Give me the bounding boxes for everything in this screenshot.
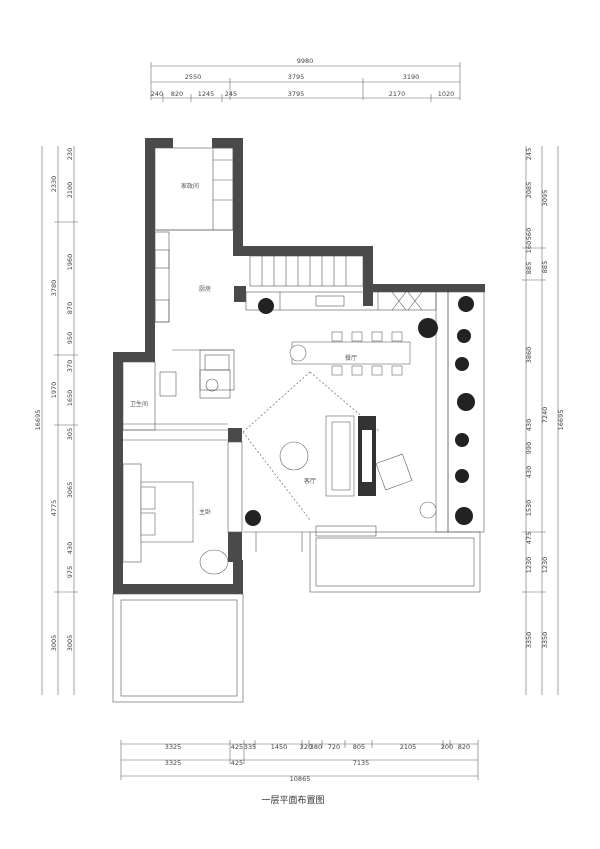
dim-right-detail-4: 160 xyxy=(525,241,533,253)
dim-right-detail-11: 475 xyxy=(525,532,533,544)
room-label-living: 客厅 xyxy=(304,477,316,485)
dim-left-mid-2: 3780 xyxy=(50,280,58,297)
living-room-furniture xyxy=(279,415,437,519)
dim-top-detail-6: 2170 xyxy=(389,90,406,98)
top-dimensions: 9980 2550 3795 3190 240 820 1245 245 379… xyxy=(150,57,461,102)
room-label-kitchen: 厨房 xyxy=(199,285,211,293)
dim-top-mid-1: 2550 xyxy=(185,73,202,81)
room-label-bathroom: 卫生间 xyxy=(130,400,148,408)
right-dimensions: 16695 3095 885 7240 1230 3350 245 2085 5… xyxy=(522,146,565,695)
dim-right-detail-13: 3350 xyxy=(525,632,533,649)
dim-right-mid-5: 3350 xyxy=(541,632,549,649)
dim-right-mid-3: 7240 xyxy=(541,407,549,424)
dim-bottom-mid-1: 3325 xyxy=(165,759,182,767)
dim-bottom-total: 10865 xyxy=(290,775,311,783)
bottom-dimensions: 3325 425 335 1450 220 380 720 805 2105 2… xyxy=(120,740,479,783)
stairs xyxy=(249,255,364,287)
dim-bottom-detail-1: 3325 xyxy=(165,743,182,751)
interior-lines xyxy=(112,147,485,703)
dim-top-mid-2: 3795 xyxy=(288,73,305,81)
dim-top-mid-3: 3190 xyxy=(403,73,420,81)
dim-right-detail-3: 560 xyxy=(525,228,533,240)
dim-right-mid-2: 885 xyxy=(541,261,549,273)
dim-left-detail-3: 1960 xyxy=(66,254,74,271)
dim-left-detail-5: 950 xyxy=(66,332,74,344)
dim-left-detail-4: 870 xyxy=(66,302,74,314)
dim-bottom-detail-10: 200 xyxy=(441,743,453,751)
room-label-laundry: 家政间 xyxy=(181,182,199,190)
dim-bottom-detail-5: 220 xyxy=(300,743,312,751)
dim-top-detail-2: 820 xyxy=(171,90,183,98)
dim-left-mid-3: 1970 xyxy=(50,382,58,399)
dim-right-detail-2: 2085 xyxy=(525,182,533,199)
dim-bottom-detail-4: 1450 xyxy=(271,743,288,751)
dim-bottom-detail-11: 820 xyxy=(458,743,470,751)
dim-right-detail-6: 3860 xyxy=(525,347,533,364)
dim-top-detail-5: 3795 xyxy=(288,90,305,98)
dim-bottom-mid-2: 425 xyxy=(231,759,243,767)
dim-right-detail-8: 990 xyxy=(525,442,533,454)
dim-top-detail-3: 1245 xyxy=(198,90,215,98)
room-label-dining: 餐厅 xyxy=(345,354,357,362)
dim-right-detail-12: 1230 xyxy=(525,557,533,574)
dim-left-mid-1: 2330 xyxy=(50,176,58,193)
dim-right-detail-5: 885 xyxy=(525,262,533,274)
dim-right-detail-10: 1530 xyxy=(525,500,533,517)
dim-left-detail-9: 3065 xyxy=(66,482,74,499)
dim-bottom-detail-8: 805 xyxy=(353,743,365,751)
bedroom-furniture xyxy=(122,439,243,575)
dim-left-detail-2: 2100 xyxy=(66,182,74,199)
left-dimensions: 16695 2330 3780 1970 4775 3005 230 2100 … xyxy=(34,146,78,695)
dim-left-mid-4: 4775 xyxy=(50,500,58,517)
dim-right-mid-4: 1230 xyxy=(541,557,549,574)
dim-right-total: 16695 xyxy=(557,410,565,431)
dim-left-detail-8: 305 xyxy=(66,428,74,440)
plan-title: 一层平面布置图 xyxy=(261,794,324,806)
dim-bottom-detail-6: 380 xyxy=(310,743,322,751)
dim-left-detail-11: 975 xyxy=(66,566,74,578)
dim-left-detail-1: 230 xyxy=(66,148,74,160)
dim-top-detail-7: 1020 xyxy=(438,90,455,98)
dim-left-detail-6: 370 xyxy=(66,360,74,372)
dim-left-detail-7: 1650 xyxy=(66,390,74,407)
dim-top-total: 9980 xyxy=(297,57,314,65)
dim-left-detail-12: 3005 xyxy=(66,635,74,652)
room-label-master-bedroom: 主卧 xyxy=(199,508,211,516)
dining-table-set xyxy=(289,331,411,376)
dim-bottom-detail-7: 720 xyxy=(328,743,340,751)
dim-bottom-mid-3: 7135 xyxy=(353,759,370,767)
dim-right-detail-9: 430 xyxy=(525,466,533,478)
dim-left-detail-10: 430 xyxy=(66,542,74,554)
dim-bottom-detail-2: 425 xyxy=(231,743,243,751)
walls xyxy=(113,138,485,594)
dim-bottom-detail-9: 2105 xyxy=(400,743,417,751)
dim-right-mid-1: 3095 xyxy=(541,190,549,207)
dim-left-mid-5: 3005 xyxy=(50,635,58,652)
dim-left-total: 16695 xyxy=(34,410,42,431)
dim-right-detail-1: 245 xyxy=(525,148,533,160)
dim-right-detail-7: 430 xyxy=(525,419,533,431)
plants xyxy=(245,296,475,526)
dim-top-detail-4: 245 xyxy=(225,90,237,98)
dim-top-detail-1: 240 xyxy=(151,90,163,98)
dim-bottom-detail-3: 335 xyxy=(244,743,256,751)
